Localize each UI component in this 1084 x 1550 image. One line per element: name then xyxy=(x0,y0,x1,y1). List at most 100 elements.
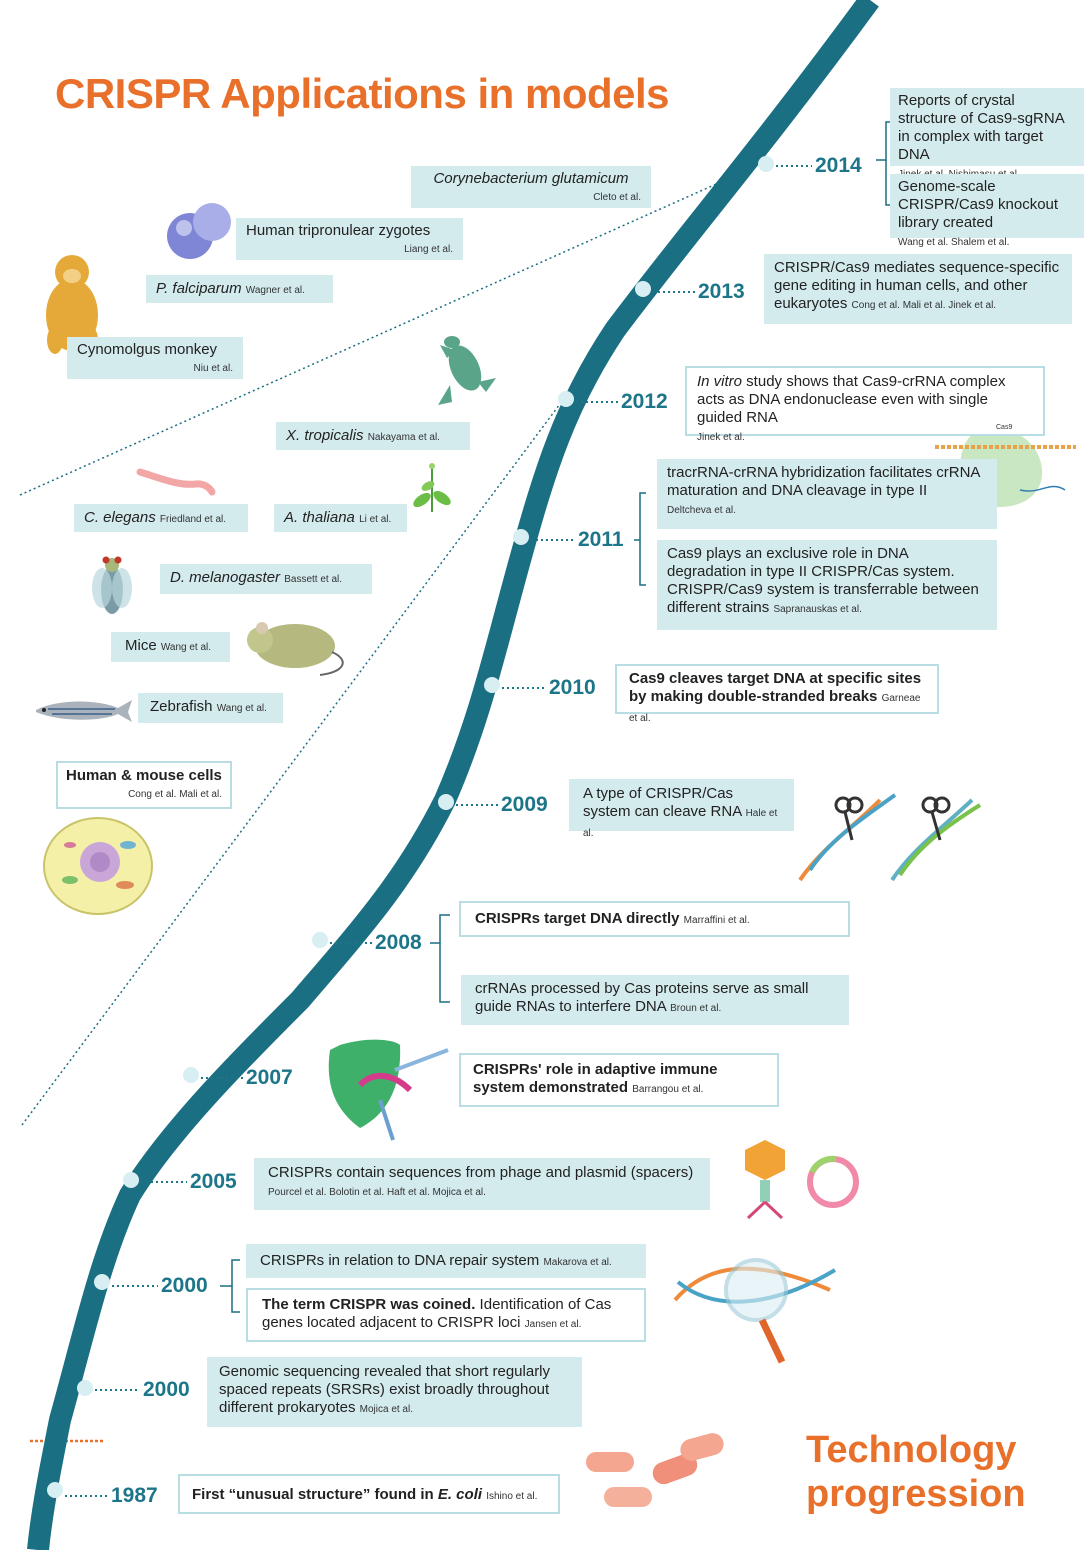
model-corynebacterium: Corynebacterium glutamicum Cleto et al. xyxy=(411,166,651,208)
timeline-nodes xyxy=(47,156,774,1498)
event-2011-cas9: Cas9 plays an exclusive role in DNA degr… xyxy=(657,540,997,630)
event-2012: In vitro study shows that Cas9-crRNA com… xyxy=(685,366,1045,443)
event-text: First “unusual structure” found in xyxy=(192,1486,438,1503)
event-bold: The term CRISPR was coined. xyxy=(262,1296,476,1313)
citation: Nakayama et al. xyxy=(367,432,440,443)
year-2008: 2008 xyxy=(375,931,422,954)
model-mice: Mice Wang et al. xyxy=(111,632,230,662)
model-name: X. tropicalis xyxy=(286,427,364,444)
page-title: CRISPR Applications in models xyxy=(55,70,670,117)
model-name: Mice xyxy=(125,637,157,654)
event-2005: CRISPRs contain sequences from phage and… xyxy=(254,1158,710,1210)
citation: Bassett et al. xyxy=(284,574,343,585)
bacteria-illustration xyxy=(586,1433,724,1507)
model-name: Human tripronulear zygotes xyxy=(246,222,431,239)
event-text: Cas9 plays an exclusive role in DNA degr… xyxy=(667,545,979,616)
citation: Hale et al. xyxy=(583,808,778,839)
lower-divider-line xyxy=(21,289,646,1126)
event-2007: CRISPRs' role in adaptive immune system … xyxy=(459,1053,779,1107)
shield-illustration xyxy=(328,1039,449,1141)
event-2000-srsr: Genomic sequencing revealed that short r… xyxy=(207,1357,582,1427)
model-name: D. melanogaster xyxy=(170,569,281,586)
event-italic: E. coli xyxy=(437,1486,483,1503)
citation: Pourcel et al. Bolotin et al. Haft et al… xyxy=(268,1187,486,1198)
timeline-ribbon xyxy=(27,0,879,1550)
upper-divider-line xyxy=(19,159,771,496)
citation: Sapranauskas et al. xyxy=(773,604,862,615)
node-2009 xyxy=(438,794,454,810)
citation: Makarova et al. xyxy=(543,1257,612,1268)
event-text: CRISPRs in relation to DNA repair system xyxy=(260,1252,540,1269)
fly-illustration xyxy=(92,556,132,614)
event-2014-library: Genome-scale CRISPR/Cas9 knockout librar… xyxy=(890,174,1084,248)
worm-illustration xyxy=(136,468,216,496)
mouse-illustration xyxy=(247,622,344,676)
citation: Cong et al. Mali et al. xyxy=(128,789,222,800)
year-2005: 2005 xyxy=(190,1170,237,1193)
dna-scissors-illustration xyxy=(798,793,982,882)
model-monkey: Cynomolgus monkey Niu et al. xyxy=(67,337,243,379)
citation: Li et al. xyxy=(359,514,392,525)
citation: Niu et al. xyxy=(193,363,233,374)
node-2013 xyxy=(635,281,651,297)
model-name: P. falciparum xyxy=(156,280,242,297)
citation: Liang et al. xyxy=(404,244,453,255)
event-2000-repair: CRISPRs in relation to DNA repair system… xyxy=(246,1244,646,1278)
event-text: crRNAs processed by Cas proteins serve a… xyxy=(475,980,809,1015)
model-name: Zebrafish xyxy=(150,698,213,715)
citation: Wang et al. xyxy=(160,642,212,653)
year-2011: 2011 xyxy=(578,528,624,551)
citation: Jansen et al. xyxy=(524,1319,582,1330)
node-2007 xyxy=(183,1067,199,1083)
model-elegans: C. elegans Friedland et al. xyxy=(74,504,248,532)
year-connectors xyxy=(65,165,812,1497)
year-2012: 2012 xyxy=(621,390,668,413)
citation: Ishino et al. xyxy=(486,1491,538,1502)
citation: Cleto et al. xyxy=(593,192,641,203)
event-2014-crystal: Reports of crystal structure of Cas9-sgR… xyxy=(890,88,1084,180)
zebrafish-illustration xyxy=(36,700,132,722)
year-2009: 2009 xyxy=(501,793,548,816)
node-2014 xyxy=(758,156,774,172)
cas9-label: Cas9 xyxy=(996,424,1013,431)
citation: Jinek et al. xyxy=(697,432,745,443)
model-human-mouse: Human & mouse cells Cong et al. Mali et … xyxy=(56,761,232,809)
magnifier-illustration xyxy=(673,1258,837,1364)
event-text: Genome-scale CRISPR/Cas9 knockout librar… xyxy=(898,178,1059,231)
event-italic: In vitro xyxy=(697,373,743,390)
event-2010: Cas9 cleaves target DNA at specific site… xyxy=(615,664,939,724)
citation: Cong et al. Mali et al. Jinek et al. xyxy=(851,300,997,311)
node-2011 xyxy=(513,529,529,545)
model-name: Human & mouse cells xyxy=(66,767,222,784)
node-2000b xyxy=(77,1380,93,1396)
model-name: Corynebacterium glutamicum xyxy=(433,170,629,187)
event-2009: A type of CRISPR/Cas system can cleave R… xyxy=(569,779,794,839)
footer-title-line2: progression xyxy=(806,1473,1026,1515)
event-2013: CRISPR/Cas9 mediates sequence-specific g… xyxy=(764,254,1072,324)
event-text: A type of CRISPR/Cas system can cleave R… xyxy=(583,785,742,820)
model-melanogaster: D. melanogaster Bassett et al. xyxy=(160,564,372,594)
event-text: Identification of Cas genes located adja… xyxy=(262,1296,612,1331)
event-text: CRISPR/Cas9 mediates sequence-specific g… xyxy=(774,259,1060,312)
event-text: CRISPRs contain sequences from phage and… xyxy=(268,1164,694,1181)
node-2012 xyxy=(558,391,574,407)
citation: Garneae et al. xyxy=(629,693,921,724)
event-2011-tracrrna: tracrRNA-crRNA hybridization facilitates… xyxy=(657,459,997,529)
model-falciparum: P. falciparum Wagner et al. xyxy=(146,275,333,303)
citation: Mojica et al. xyxy=(359,1404,413,1415)
model-name: Cynomolgus monkey xyxy=(77,341,218,358)
citation: Wang et al. Shalem et al. xyxy=(898,237,1010,248)
event-2008-target: CRISPRs target DNA directly Marraffini e… xyxy=(459,901,850,937)
citation: Broun et al. xyxy=(670,1003,722,1014)
event-2008-crrna: crRNAs processed by Cas proteins serve a… xyxy=(461,975,849,1025)
node-2000a xyxy=(94,1274,110,1290)
zygote-illustration xyxy=(167,203,231,259)
event-2000-coined: The term CRISPR was coined. Identificati… xyxy=(246,1288,646,1342)
footer-title: Technology progression xyxy=(806,1428,1026,1516)
model-name: C. elegans xyxy=(84,509,156,526)
year-2000-second: 2000 xyxy=(143,1378,190,1401)
citation: Marraffini et al. xyxy=(683,915,750,926)
event-text: study shows that Cas9-crRNA complex acts… xyxy=(697,373,1006,426)
frog-illustration xyxy=(438,336,496,405)
